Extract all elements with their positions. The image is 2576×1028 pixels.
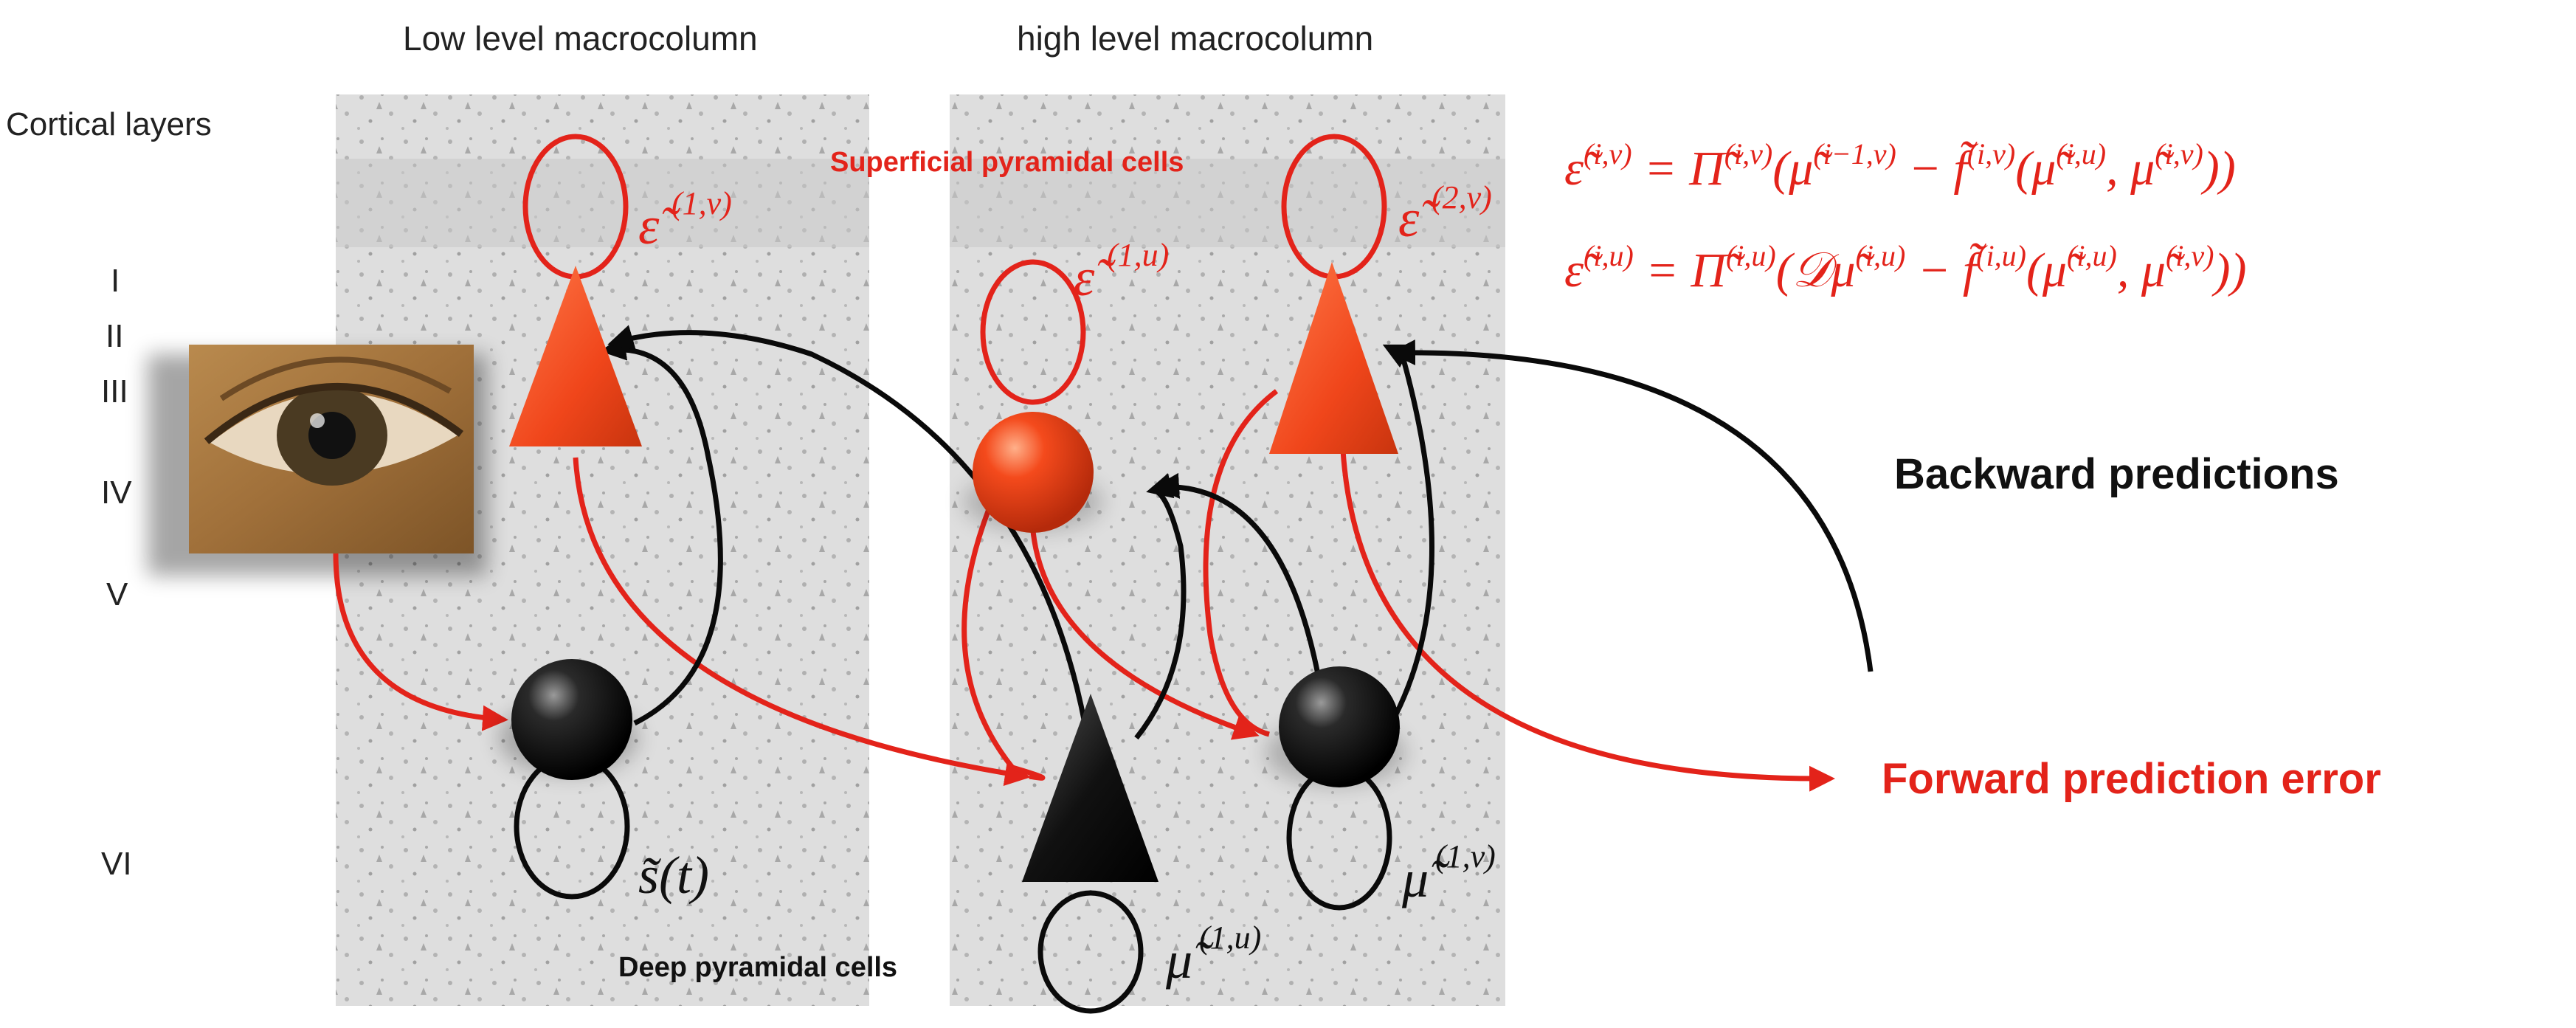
low-deep-sphere: [498, 659, 638, 780]
svg-text:(2,v): (2,v): [1432, 179, 1492, 215]
black-backward-in: [1389, 339, 1874, 672]
equation-eps-iu: ε̃(i,u) = Π̃(i,u)(𝒟μ̃(i,u) − f̃(i,u)(μ̃(…: [1564, 239, 2246, 297]
black-mu1v-to-high-sphere: [1153, 472, 1324, 691]
black-low-deep-to-low-sup: [600, 334, 723, 726]
superficial-cells-label: Superficial pyramidal cells: [830, 147, 1184, 178]
low-superficial-triangle: [509, 266, 642, 446]
backward-predictions-label: Backward predictions: [1894, 450, 2339, 498]
label-s-t: s̃(t): [638, 846, 709, 905]
svg-text:(1,u): (1,u): [1107, 237, 1169, 273]
equation-eps-iv: ε̃(i,v) = Π̃(i,v)(μ̃(i−1,v) − f̃(i,v)(μ̃…: [1564, 137, 2236, 196]
loop-eps-1u: [980, 259, 1086, 405]
svg-text:ε̃(i,v) = Π̃(i,v)(μ̃(i−1,v) −: ε̃(i,v) = Π̃(i,v)(μ̃(i−1,v) − f̃(i,v)(μ̃…: [1564, 137, 2236, 196]
layer-VI: VI: [101, 846, 132, 882]
red-forward-out: [1340, 449, 1835, 792]
black-high-deep-to-low-sup: [607, 325, 1088, 724]
red-high-sphere-to-mu1v: [1030, 531, 1260, 740]
superficial-band-low: [336, 159, 869, 247]
red-eye-to-low-deep: [333, 553, 508, 731]
svg-text:(1,v): (1,v): [671, 185, 732, 221]
deep-cells-label: Deep pyramidal cells: [618, 952, 897, 983]
svg-text:ε̃(i,u) = Π̃(i,u)(𝒟μ̃(i,u) −: ε̃(i,u) = Π̃(i,u)(𝒟μ̃(i,u) − f̃(i,u)(μ̃(…: [1564, 239, 2246, 297]
layer-III: III: [101, 373, 128, 410]
layer-II: II: [106, 318, 123, 354]
high-superficial-sphere: [963, 412, 1103, 533]
red-high-sphere-to-high-deep: [961, 508, 1046, 781]
cortical-layers-heading: Cortical layers: [6, 106, 212, 142]
red-high-sup-loop: [1203, 389, 1279, 737]
forward-prediction-error-label: Forward prediction error: [1882, 755, 2381, 803]
layer-I: I: [111, 263, 120, 299]
high-deep-triangle: [1022, 694, 1158, 882]
layer-V: V: [106, 576, 128, 613]
high-level-title: high level macrocolumn: [1017, 19, 1373, 58]
layer-IV: IV: [101, 475, 132, 511]
high-superficial-triangle: [1269, 262, 1398, 454]
svg-text:(1,u): (1,u): [1199, 920, 1261, 956]
svg-text:(1,v): (1,v): [1435, 838, 1496, 875]
high-deep-sphere: [1265, 666, 1406, 787]
eye-image: [148, 345, 487, 576]
low-level-title: Low level macrocolumn: [403, 19, 758, 58]
superficial-band-high: [950, 159, 1505, 247]
loop-mu-1u: [1037, 890, 1144, 1014]
